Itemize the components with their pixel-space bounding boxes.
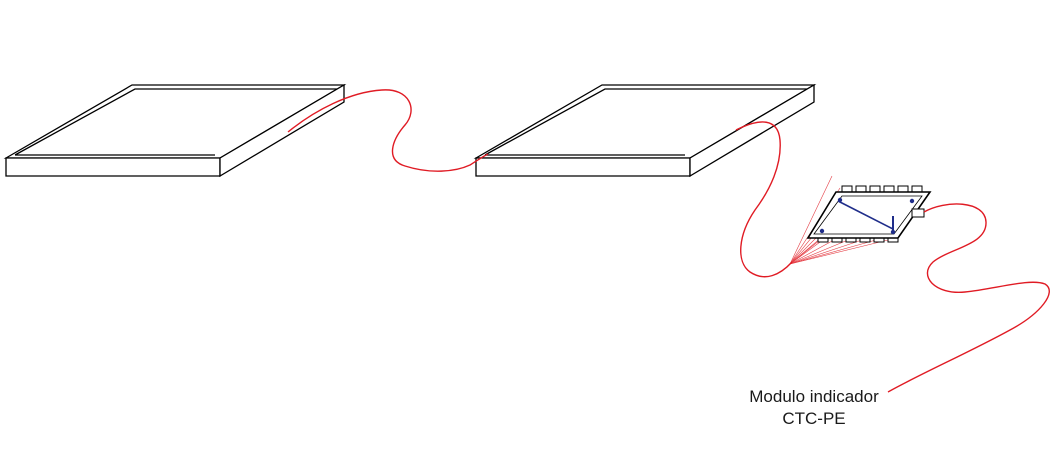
module-label: Modulo indicador CTC-PE: [704, 386, 924, 430]
module-label-line-1: Modulo indicador: [749, 387, 879, 406]
cable-panel-2-to-module: [735, 121, 793, 278]
panel-1-front: [5, 157, 221, 177]
panel-1-inner-rim: [14, 88, 337, 156]
panel-1-side: [219, 83, 345, 178]
panel-2: [473, 83, 817, 178]
indicator-module: [806, 185, 932, 243]
module-connector-trace: [837, 200, 894, 230]
module-body-inner: [813, 195, 923, 235]
module-label-line-2: CTC-PE: [782, 409, 846, 428]
module-top-pins: [841, 185, 923, 193]
panel-2-side: [689, 83, 815, 178]
panel-2-front: [475, 157, 691, 177]
module-mount-holes: [819, 197, 915, 235]
module-side-tab: [911, 208, 925, 218]
panel-1: [3, 83, 347, 178]
panel-2-inner-rim: [484, 88, 807, 156]
cable-module-to-label: [887, 203, 1050, 393]
cable-panel-1-to-panel-2: [287, 89, 489, 172]
